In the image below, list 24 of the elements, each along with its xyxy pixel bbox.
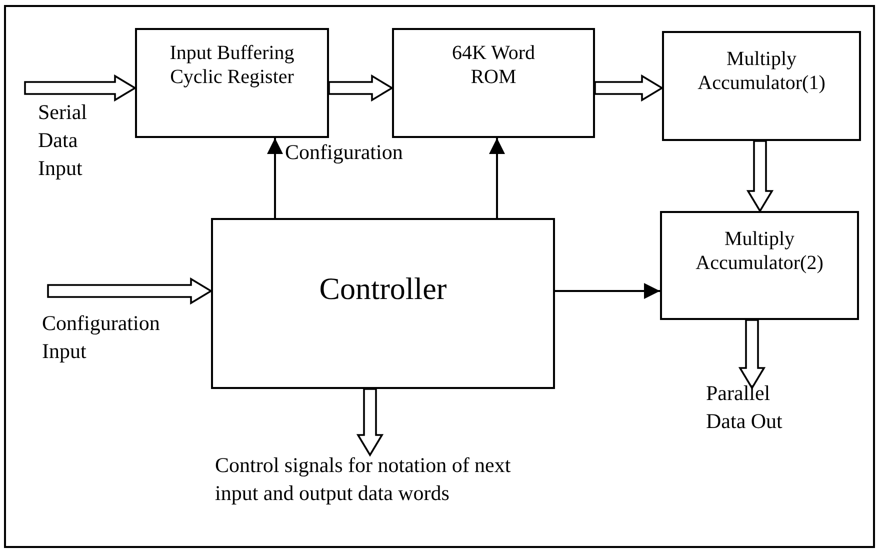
box-label: Multiply Accumulator(1)	[696, 47, 826, 95]
arrow	[267, 138, 283, 218]
block-arrow	[746, 140, 774, 213]
process-box	[392, 28, 595, 138]
box-label: Input Buffering Cyclic Register	[168, 41, 296, 89]
block-arrow	[738, 319, 766, 390]
block-arrow	[24, 74, 137, 102]
io-label: Configuration Input	[42, 310, 161, 365]
box-label: Multiply Accumulator(2)	[694, 227, 824, 275]
process-box	[662, 31, 861, 141]
process-box	[660, 211, 859, 320]
io-label: Control signals for notation of next input and output data words	[215, 452, 512, 507]
arrow	[489, 138, 505, 218]
block-arrow	[328, 74, 394, 102]
io-label: Serial Data Input	[38, 99, 88, 182]
process-box	[211, 218, 555, 389]
box-label: Controller	[319, 270, 447, 308]
block-arrow	[594, 74, 664, 102]
box-label: 64K Word ROM	[450, 41, 536, 89]
process-box	[135, 28, 329, 138]
arrow	[555, 283, 660, 299]
io-label: Parallel Data Out	[706, 380, 784, 435]
block-arrow	[356, 388, 384, 457]
block-arrow	[47, 277, 213, 305]
